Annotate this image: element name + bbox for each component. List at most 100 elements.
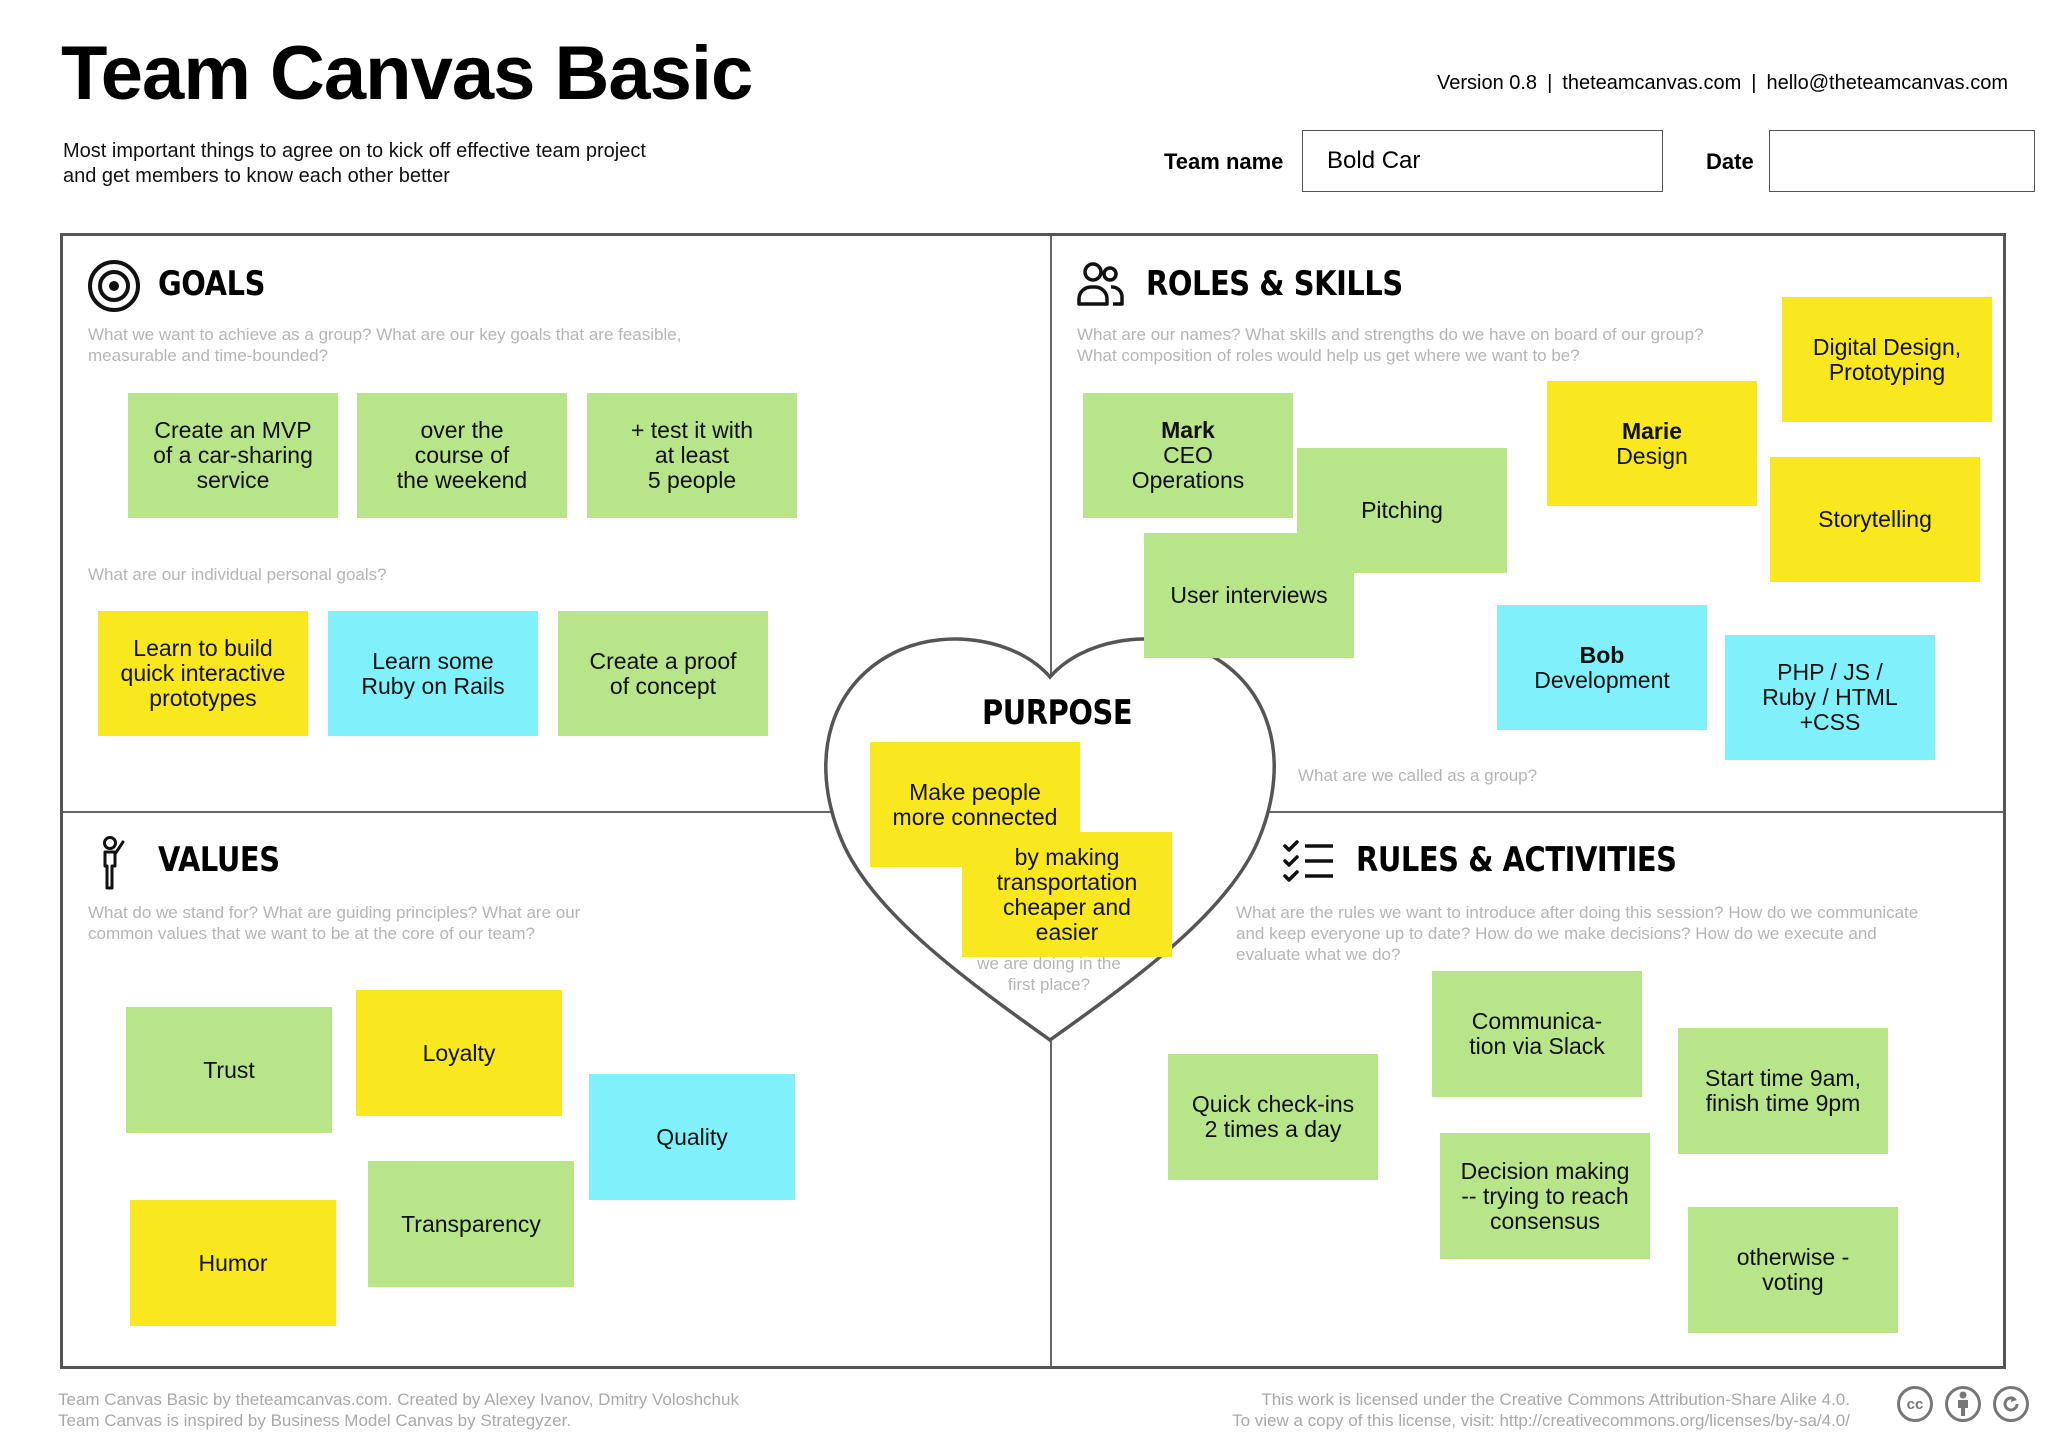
purpose-prompt: we are doing in the first place? — [968, 953, 1130, 995]
sticky-note[interactable]: Communica- tion via Slack — [1432, 971, 1642, 1097]
roles-prompt-line-2: What composition of roles would help us … — [1077, 346, 1580, 365]
note-text: Quality — [656, 1123, 728, 1150]
person-standing-icon — [103, 836, 125, 890]
purpose-prompt-line-1: we are doing in the — [977, 954, 1121, 973]
goals-prompt-line-2: measurable and time-bounded? — [88, 346, 329, 365]
sticky-note[interactable]: Quick check-ins 2 times a day — [1168, 1054, 1378, 1180]
sticky-note[interactable]: otherwise - voting — [1688, 1207, 1898, 1333]
team-name-field[interactable]: Bold Car — [1302, 130, 1663, 192]
sticky-note[interactable]: Decision making -- trying to reach conse… — [1440, 1133, 1650, 1259]
header-meta: Version 0.8 | theteamcanvas.com | hello@thet… — [1437, 72, 2008, 95]
version-label: Version 0.8 — [1436, 72, 1538, 94]
note-text: Humor — [198, 1249, 268, 1276]
note-text: otherwise - voting — [1736, 1244, 1850, 1295]
note-text: Loyalty — [422, 1039, 496, 1066]
page-title: Team Canvas Basic — [61, 31, 753, 116]
note-text: Create a proof of concept — [589, 647, 737, 699]
sticky-note[interactable]: PHP / JS / Ruby / HTML +CSS — [1725, 635, 1935, 760]
note-role-text: Development — [1534, 666, 1670, 693]
share-alike-icon — [1993, 1386, 2029, 1422]
sticky-note[interactable]: Create an MVP of a car-sharing service — [128, 393, 338, 518]
rules-prompt-line-2: and keep everyone up to date? How do we … — [1236, 924, 1877, 943]
footer-credits-line-1: Team Canvas Basic by theteamcanvas.com. … — [58, 1390, 739, 1409]
roles-prompt-line-1: What are our names? What skills and stre… — [1077, 325, 1704, 344]
creative-commons-icon: cc — [1897, 1386, 1933, 1422]
footer-license-line-1: This work is licensed under the Creative… — [1261, 1390, 1850, 1409]
meta-separator: | — [1547, 72, 1553, 94]
goals-title: GOALS — [158, 264, 265, 304]
note-text: + test it with at least 5 people — [630, 417, 754, 493]
team-canvas-board — [60, 233, 2006, 1369]
note-text: Transparency — [401, 1210, 541, 1237]
roles-title: ROLES & SKILLS — [1146, 264, 1403, 304]
meta-separator: | — [1751, 72, 1757, 94]
note-person-name: Marie — [1621, 417, 1683, 444]
sticky-note[interactable]: Learn to build quick interactive prototy… — [98, 611, 308, 736]
purpose-prompt-line-2: first place? — [1007, 975, 1091, 994]
group-name-prompt: What are we called as a group? — [1298, 766, 1538, 785]
note-text: Make people more connected — [892, 778, 1058, 830]
note-text: by making transportation cheaper and eas… — [996, 843, 1138, 945]
footer-license: This work is licensed under the Creative… — [1232, 1389, 1850, 1431]
note-text: Start time 9am, finish time 9pm — [1705, 1065, 1861, 1116]
sticky-note[interactable]: Transparency — [368, 1161, 574, 1287]
roles-prompt: What are our names? What skills and stre… — [1077, 324, 1797, 366]
date-field[interactable] — [1769, 130, 2035, 192]
goals-prompt-line-1: What we want to achieve as a group? What… — [88, 325, 682, 344]
note-role-text: Design — [1616, 442, 1688, 469]
team-name-label: Team name — [1164, 149, 1284, 174]
footer-credits-line-2: Team Canvas is inspired by Business Mode… — [58, 1411, 572, 1430]
sticky-note[interactable]: Learn some Ruby on Rails — [328, 611, 538, 736]
website-link[interactable]: theteamcanvas.com — [1562, 72, 1742, 94]
sticky-note[interactable]: Humor — [130, 1200, 336, 1326]
footer-license-line-2: To view a copy of this license, visit: h… — [1232, 1411, 1850, 1430]
sticky-note[interactable]: Trust — [126, 1007, 332, 1133]
note-text: Digital Design, Prototyping — [1812, 333, 1962, 385]
target-icon — [88, 260, 140, 312]
values-prompt: What do we stand for? What are guiding p… — [88, 902, 788, 944]
values-prompt-line-1: What do we stand for? What are guiding p… — [88, 903, 581, 922]
note-text: User interviews — [1170, 582, 1328, 608]
note-role-text: CEO Operations — [1131, 442, 1245, 493]
sticky-note[interactable]: Create a proof of concept — [558, 611, 768, 736]
rules-prompt-line-3: evaluate what we do? — [1236, 945, 1401, 964]
note-text: over the course of the weekend — [396, 417, 528, 493]
sticky-note[interactable]: + test it with at least 5 people — [587, 393, 797, 518]
page-subtitle: Most important things to agree on to kic… — [63, 139, 763, 189]
sticky-note[interactable]: Quality — [589, 1074, 795, 1200]
sticky-note[interactable]: Digital Design, Prototyping — [1782, 297, 1992, 422]
email-link[interactable]: hello@theteamcanvas.com — [1766, 72, 2008, 94]
note-text: Decision making -- trying to reach conse… — [1460, 1157, 1630, 1234]
subtitle-line-2: and get members to know each other bette… — [63, 165, 450, 187]
sticky-note[interactable]: Start time 9am, finish time 9pm — [1678, 1028, 1888, 1154]
goals-prompt: What we want to achieve as a group? What… — [88, 324, 788, 366]
sticky-note[interactable]: Loyalty — [356, 990, 562, 1116]
subtitle-line-1: Most important things to agree on to kic… — [63, 140, 646, 162]
footer-credits: Team Canvas Basic by theteamcanvas.com. … — [58, 1389, 739, 1431]
sticky-note[interactable]: by making transportation cheaper and eas… — [962, 832, 1172, 957]
note-text: Learn some Ruby on Rails — [361, 647, 505, 699]
note-person-name: Mark — [1161, 417, 1215, 443]
rules-title: RULES & ACTIVITIES — [1356, 840, 1677, 880]
note-text: Learn to build quick interactive prototy… — [120, 635, 286, 711]
sticky-note[interactable]: User interviews — [1144, 533, 1354, 658]
people-icon — [1077, 262, 1124, 306]
note-person-name: Bob — [1579, 641, 1625, 668]
note-text: Pitching — [1361, 497, 1443, 523]
values-title: VALUES — [158, 840, 280, 880]
note-text: Quick check-ins 2 times a day — [1191, 1091, 1355, 1142]
checklist-icon — [1283, 840, 1333, 882]
person-glyph — [1958, 1391, 1968, 1416]
rules-prompt-line-1: What are the rules we want to introduce … — [1236, 903, 1919, 922]
rules-prompt: What are the rules we want to introduce … — [1236, 902, 1996, 965]
sticky-note[interactable]: over the course of the weekend — [357, 393, 567, 518]
note-text: Storytelling — [1818, 506, 1932, 532]
sticky-note[interactable]: Storytelling — [1770, 457, 1980, 582]
attribution-icon — [1945, 1386, 1981, 1422]
